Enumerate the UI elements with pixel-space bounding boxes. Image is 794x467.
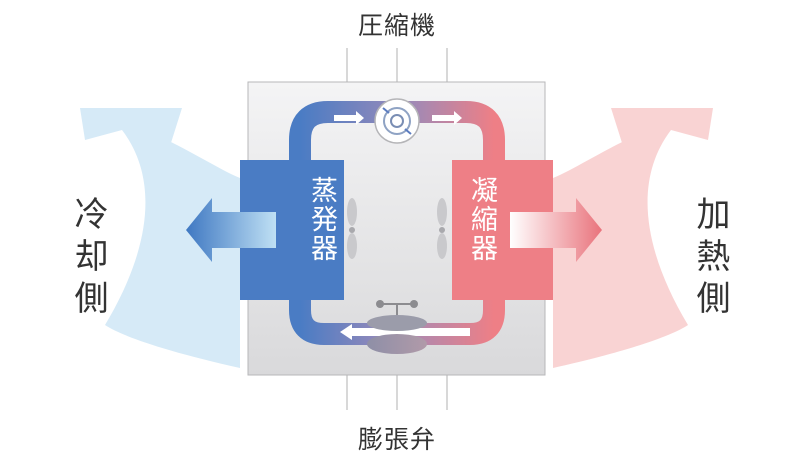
heating-side-label: 加熱側 <box>690 196 730 322</box>
fan-icon-right <box>437 198 447 259</box>
expansion-valve-label: 膨張弁 <box>357 425 436 454</box>
hot-out-arrow <box>510 198 602 262</box>
hot-air-flow <box>553 108 713 368</box>
flow-arrows <box>334 111 470 340</box>
compressor-icon <box>374 98 420 144</box>
evaporator-label: 蒸発器 <box>306 176 337 263</box>
compressor-label: 圧縮機 <box>357 11 436 40</box>
condenser-label: 凝縮器 <box>466 176 497 263</box>
fan-icon-left <box>347 198 357 259</box>
cold-out-arrow <box>186 198 276 262</box>
expansion-valve-icon <box>367 300 427 354</box>
cooling-side-label: 冷却側 <box>68 196 108 322</box>
cold-air-flow <box>80 108 240 368</box>
